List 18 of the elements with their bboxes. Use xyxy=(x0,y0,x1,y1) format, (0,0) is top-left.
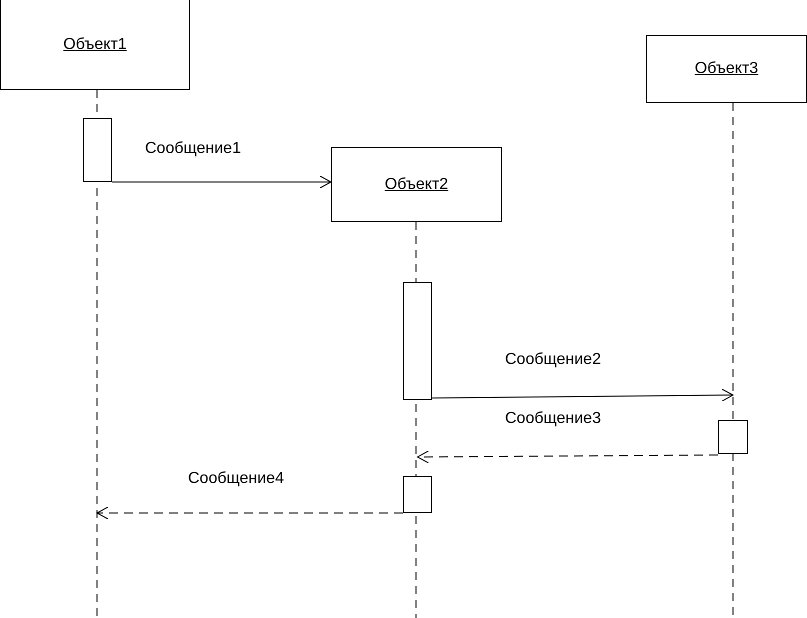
message-arrow xyxy=(432,388,734,402)
activation-bar xyxy=(718,420,748,454)
object-box xyxy=(0,0,190,90)
message-arrow xyxy=(96,506,404,520)
edge-label: Сообщение2 xyxy=(503,351,603,369)
edge-label: Сообщение1 xyxy=(143,140,243,158)
object-name: Объект3 xyxy=(694,60,758,78)
object-box xyxy=(646,35,807,103)
message-arrow xyxy=(417,450,718,464)
edge-label: Сообщение3 xyxy=(503,410,603,428)
activation-bar xyxy=(403,476,432,513)
object-box xyxy=(331,147,502,222)
activation-bar xyxy=(83,118,112,182)
message-arrow xyxy=(112,176,332,188)
activation-bar xyxy=(403,282,432,400)
object-name: Объект1 xyxy=(63,36,127,54)
object-name: Объект2 xyxy=(384,176,448,194)
edge-label: Сообщение4 xyxy=(186,470,286,488)
